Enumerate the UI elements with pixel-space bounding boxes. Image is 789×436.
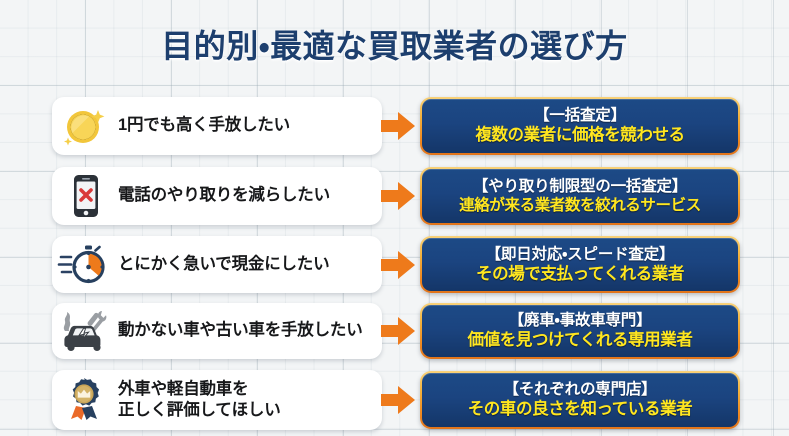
award-rosette-crown-icon — [52, 376, 118, 424]
need-line-1: 外車や軽自動車を — [118, 379, 249, 398]
answer-box: 【即日対応・スピード査定】 その場で支払ってくれる業者 — [420, 236, 740, 293]
need-card: 外車や軽自動車を 正しく評価してほしい — [52, 370, 382, 430]
need-line-2: 正しく評価してほしい — [118, 401, 281, 419]
answer-box: 【それぞれの専門店】 その車の良さを知っている業者 — [420, 371, 740, 429]
arrow-right-icon — [381, 316, 415, 346]
answer-box: 【一括査定】 複数の業者に価格を競わせる — [420, 97, 740, 155]
need-card-text: 1円でも高く手放したい — [118, 115, 296, 136]
answer-box: 【廃車・事故車専門】 価値を見つけてくれる専用業者 — [420, 303, 740, 359]
arrow-right-icon — [381, 385, 415, 415]
need-card: とにかく急いで現金にしたい — [52, 236, 382, 293]
answer-line-1: 【廃車・事故車専門】 — [508, 312, 652, 329]
answer-line-2: その場で支払ってくれる業者 — [476, 264, 684, 283]
comparison-row: 1円でも高く手放したい 【一括査定】 複数の業者に価格を競わせる — [0, 97, 789, 155]
arrow-right-icon — [381, 181, 415, 211]
answer-line-1: 【やり取り制限型の一括査定】 — [472, 177, 688, 195]
comparison-row: 外車や軽自動車を 正しく評価してほしい 【それぞれの専門店】 その車の良さを知っ… — [0, 370, 789, 430]
answer-line-2: 複数の業者に価格を競わせる — [475, 126, 685, 145]
need-card: 動かない車や古い車を手放したい — [52, 303, 382, 359]
need-line-1: 電話のやり取りを減らしたい — [118, 186, 330, 205]
comparison-row: とにかく急いで現金にしたい 【即日対応・スピード査定】 その場で支払ってくれる業… — [0, 236, 789, 293]
comparison-row: 電話のやり取りを減らしたい 【やり取り制限型の一括査定】 連絡が来る業者数を絞れ… — [0, 167, 789, 225]
gold-coin-sparkle-icon — [52, 104, 118, 148]
answer-box-inner: 【やり取り制限型の一括査定】 連絡が来る業者数を絞れるサービス — [422, 169, 738, 223]
need-line-1: 1円でも高く手放したい — [118, 116, 290, 135]
answer-box: 【やり取り制限型の一括査定】 連絡が来る業者数を絞れるサービス — [420, 167, 740, 225]
need-card-text: 電話のやり取りを減らしたい — [118, 185, 336, 206]
answer-line-1: 【即日対応・スピード査定】 — [485, 245, 675, 263]
answer-box-inner: 【一括査定】 複数の業者に価格を競わせる — [422, 99, 738, 153]
need-card: 1円でも高く手放したい — [52, 97, 382, 155]
broken-car-repair-icon — [52, 309, 118, 353]
comparison-row: 動かない車や古い車を手放したい 【廃車・事故車専門】 価値を見つけてくれる専用業… — [0, 303, 789, 359]
need-card: 電話のやり取りを減らしたい — [52, 167, 382, 225]
stopwatch-speed-icon — [52, 244, 118, 286]
need-card-text: 外車や軽自動車を 正しく評価してほしい — [118, 379, 287, 421]
need-line-1: とにかく急いで現金にしたい — [118, 254, 330, 273]
answer-box-inner: 【それぞれの専門店】 その車の良さを知っている業者 — [422, 373, 738, 427]
answer-line-2: その車の良さを知っている業者 — [467, 400, 693, 419]
need-card-text: とにかく急いで現金にしたい — [118, 254, 335, 275]
answer-line-1: 【それぞれの専門店】 — [503, 381, 657, 398]
answer-line-2: 連絡が来る業者数を絞れるサービス — [459, 196, 701, 214]
answer-line-2: 価値を見つけてくれる専用業者 — [467, 331, 693, 350]
need-line-1: 動かない車や古い車を手放したい — [118, 321, 363, 340]
answer-line-1: 【一括査定】 — [534, 107, 626, 124]
need-card-text: 動かない車や古い車を手放したい — [118, 320, 369, 341]
smartphone-no-call-icon — [52, 173, 118, 219]
answer-box-inner: 【即日対応・スピード査定】 その場で支払ってくれる業者 — [422, 238, 738, 291]
answer-box-inner: 【廃車・事故車専門】 価値を見つけてくれる専用業者 — [422, 305, 738, 357]
page-title: 目的別・最適な買取業者の選び方 — [161, 28, 628, 64]
arrow-right-icon — [381, 250, 415, 280]
arrow-right-icon — [381, 111, 415, 141]
